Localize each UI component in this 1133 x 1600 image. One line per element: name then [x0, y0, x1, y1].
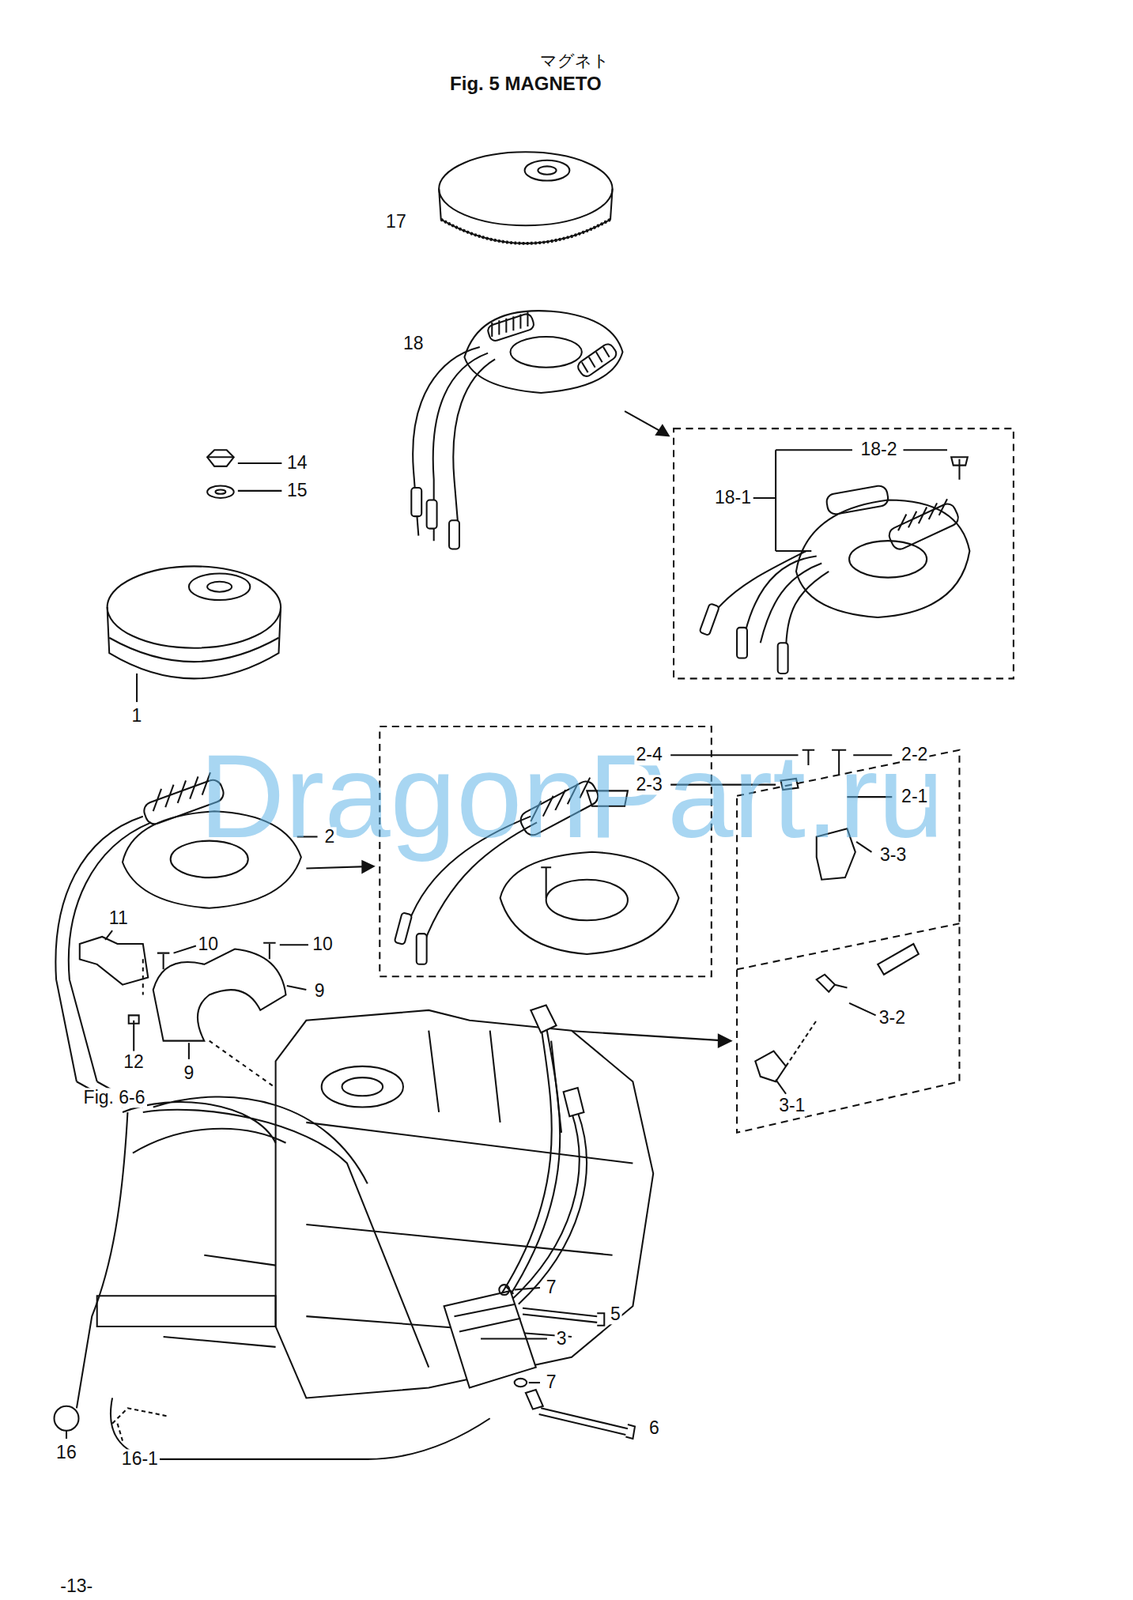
callout-number: 7 [544, 1278, 559, 1299]
callout-number: 2-2 [899, 745, 930, 766]
callout-number: 18 [401, 333, 426, 354]
figure-title: Fig. 5 MAGNETO [448, 72, 604, 95]
callout-number: 12 [121, 1052, 146, 1073]
callout-number: 6 [647, 1419, 661, 1439]
callout-number: 16-1 [120, 1449, 160, 1470]
callout-number: 3-2 [877, 1008, 907, 1029]
callout-number: 14 [285, 453, 310, 473]
callout-number: 2-3 [634, 774, 664, 795]
callout-number: 7 [544, 1373, 559, 1394]
callout-number: 3-3 [878, 845, 908, 865]
callout-number: 5 [608, 1304, 623, 1325]
callout-number: 10 [310, 935, 335, 956]
callout-number: 2 [323, 827, 337, 847]
callout-number: 17 [384, 212, 408, 233]
callout-number: 3-1 [777, 1096, 807, 1117]
callout-number: 18-1 [713, 487, 753, 508]
callout-number: Fig. 6-6 [82, 1087, 148, 1108]
callout-number: 2-4 [634, 745, 664, 766]
callout-number: -13- [58, 1577, 95, 1598]
callout-number: 18-2 [859, 440, 899, 461]
callout-number: 15 [285, 480, 310, 501]
watermark: DragonPart.ru [199, 736, 945, 856]
callout-number: 16 [54, 1443, 79, 1464]
callout-number: 1 [130, 706, 144, 727]
callout-number: 11 [107, 908, 130, 929]
japanese-title: マグネト [538, 49, 612, 72]
callout-number: 10 [196, 935, 221, 956]
callout-number: 9 [181, 1063, 196, 1084]
callout-number: 9 [313, 981, 327, 1001]
callout-number: 3 [555, 1329, 569, 1349]
callout-number: 2-1 [899, 787, 930, 808]
